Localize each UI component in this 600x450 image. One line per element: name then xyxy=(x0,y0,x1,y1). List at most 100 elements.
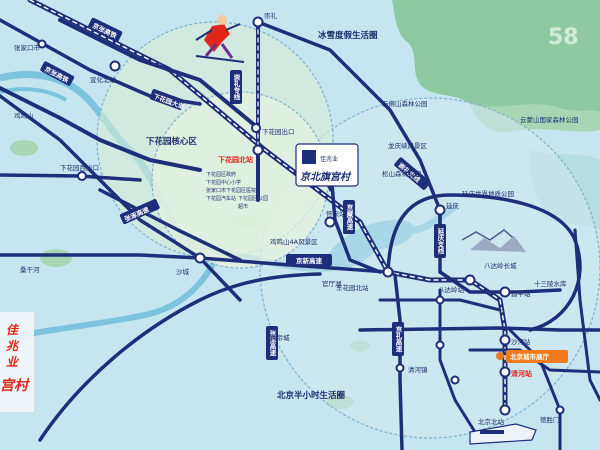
project-pin xyxy=(327,186,333,192)
station-changping[interactable] xyxy=(499,286,511,298)
label-xiahuayuan-west: 下花园西出口 xyxy=(60,163,99,172)
side-brand-bg xyxy=(0,312,34,412)
station-town-2[interactable] xyxy=(435,340,445,350)
side-brand-char-2: 兆 xyxy=(6,339,20,353)
poi-5: 超市 xyxy=(238,203,248,210)
label-shisanling: 十三陵水库 xyxy=(534,279,567,288)
shield-sw xyxy=(119,199,160,225)
label-qinghe: 清河站 xyxy=(511,369,532,378)
poi-list: 下花园区政府 下花园中心小学 张家口市下花园区医院 下花园汽车站 下花园区公园 … xyxy=(206,171,268,210)
project-name: 京北旗宫村 xyxy=(300,171,352,183)
station-xuanhua-north[interactable] xyxy=(109,60,121,72)
station-yanqing[interactable] xyxy=(434,204,446,216)
bj-line-5 xyxy=(508,328,562,450)
poi-2: 张家口市下花园区医院 xyxy=(206,187,256,194)
shield-label-jingzang: 京藏高速 xyxy=(345,203,353,232)
skier-pole-2 xyxy=(225,23,241,31)
label-xinglong: 清河镇 xyxy=(408,365,428,374)
label-chongli: 崇礼 xyxy=(264,11,278,20)
station-xinglong[interactable] xyxy=(395,363,405,373)
hill-2 xyxy=(40,249,72,267)
station-dots xyxy=(37,16,565,416)
label-sanggan: 桑干河 xyxy=(20,265,40,274)
label-deshengmen: 德胜门 xyxy=(540,415,560,424)
label-yanqing-geopark: 延庆世界地质公园 xyxy=(462,189,514,198)
label-xiahuayuan-north: 下花园北站 xyxy=(218,155,253,164)
label-songshan: 松山森林公园 xyxy=(382,169,421,178)
label-shahe: 沙河站 xyxy=(511,337,531,346)
train-windows xyxy=(480,430,504,434)
hill-1 xyxy=(10,140,38,156)
river-sanggan xyxy=(0,258,218,343)
project-logo-mark xyxy=(302,150,316,164)
shield-label-chongli-special: 崇礼专线 xyxy=(232,73,240,102)
label-huangling: 黄帝城 xyxy=(270,333,290,342)
side-brand-char-3: 业 xyxy=(6,355,20,369)
bj-line-1 xyxy=(378,298,502,312)
south-curve-line xyxy=(38,272,322,442)
jingzang-expressway xyxy=(328,158,382,274)
west-line xyxy=(0,86,202,172)
zone-core-label: 下花园核心区 xyxy=(146,136,198,147)
zone-beijing-label: 北京半小时生活圈 xyxy=(277,390,345,401)
watermark: 58 xyxy=(548,25,579,50)
station-donghuayuan[interactable] xyxy=(382,266,394,278)
label-badaling: 八达岭站 xyxy=(438,285,465,294)
station-xiahuayuan-north[interactable] xyxy=(252,144,264,156)
shield-zhangzhuo xyxy=(266,326,278,360)
mountain-area-northeast xyxy=(392,0,600,129)
label-longqing: 龙庆峡风景区 xyxy=(388,141,428,150)
label-donghuayuan: 东花园北站 xyxy=(336,283,369,292)
station-xiahuayuan-west[interactable] xyxy=(77,171,87,181)
zone-ski-label: 冰雪度假生活圈 xyxy=(318,30,378,41)
shield-jingli xyxy=(392,322,404,356)
station-deshengmen[interactable] xyxy=(555,405,565,415)
skier-legs xyxy=(204,43,234,59)
shield-upper xyxy=(40,61,75,86)
project-logo-small: 佳兆业 xyxy=(320,155,338,163)
station-xiahuayuan-exit[interactable] xyxy=(251,123,261,133)
station-shahe[interactable] xyxy=(499,334,511,346)
poi-3: 下花园汽车站 xyxy=(206,195,236,202)
train-illustration xyxy=(469,423,537,445)
side-brand-char-1: 佳 xyxy=(6,323,20,337)
skier-head xyxy=(217,15,227,25)
label-yunmengshan: 云蒙山国家森林公园 xyxy=(520,115,579,124)
bj-line-3 xyxy=(438,288,482,442)
shield-label-jingli: 京礼高速 xyxy=(394,325,402,354)
highway-shields xyxy=(40,17,446,360)
label-huailai: 怀来站 xyxy=(326,209,346,218)
sales-office-badge[interactable]: 北京城市展厅 xyxy=(496,350,568,363)
side-brand: 佳 兆 业 宫村 xyxy=(0,312,34,412)
project-badge[interactable]: 佳兆业 京北旗宫村 xyxy=(295,143,359,192)
sales-office-box xyxy=(506,350,568,363)
station-qinghe[interactable] xyxy=(499,366,511,378)
shield-xiahuayuan-road xyxy=(149,89,185,110)
shield-chongli-road xyxy=(394,157,431,190)
bj-line-2 xyxy=(358,326,600,332)
station-huailai[interactable] xyxy=(324,216,336,228)
side-brand-tail: 宫村 xyxy=(0,377,31,394)
label-guanting: 官厅湖 xyxy=(322,279,342,288)
zhangzhuo-expressway xyxy=(0,94,242,302)
station-zhangjiakou[interactable] xyxy=(37,39,47,49)
station-town-3[interactable] xyxy=(450,375,460,385)
shield-jingzang xyxy=(343,200,355,234)
station-badaling[interactable] xyxy=(464,274,476,286)
station-shacheng[interactable] xyxy=(194,252,206,264)
label-xiahuayuan-4a: 鸡鸣山4A风景区 xyxy=(270,237,318,246)
station-beijing-north[interactable] xyxy=(499,404,511,416)
shield-jingzhang-hsr xyxy=(88,17,123,42)
station-chongli[interactable] xyxy=(252,16,264,28)
skier-pole xyxy=(195,29,213,41)
yanqing-loop xyxy=(386,193,582,332)
wall-mountain xyxy=(470,236,526,252)
label-xuanhua-north: 宣化北站 xyxy=(90,75,117,84)
southwest-line xyxy=(98,188,242,262)
label-shacheng: 沙城 xyxy=(176,268,190,276)
station-yanqing-town[interactable] xyxy=(435,295,445,305)
bj-line-6 xyxy=(573,228,600,402)
label-xiahuayuan-exit: 下花园出口 xyxy=(262,127,295,136)
poi-1: 下花园中心小学 xyxy=(206,179,241,186)
